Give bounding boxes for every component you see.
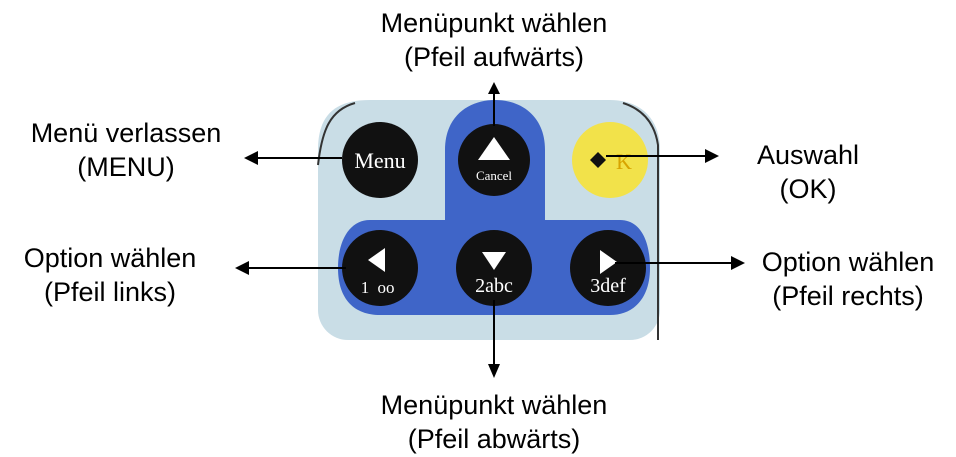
arrow-up-pointer bbox=[488, 82, 500, 126]
keypad-bezel-line-right bbox=[622, 102, 659, 340]
annotation-menu: Menü verlassen (MENU) bbox=[8, 116, 244, 184]
right-3def-key[interactable]: 3def bbox=[570, 230, 646, 306]
keypad-bezel-line-left bbox=[317, 102, 356, 166]
key-3def-label: 3def bbox=[590, 275, 626, 297]
annotation-right: Option wählen (Pfeil rechts) bbox=[744, 245, 952, 313]
annotation-up: Menüpunkt wählen (Pfeil aufwärts) bbox=[363, 6, 625, 74]
arrow-right-icon bbox=[600, 250, 617, 274]
down-2abc-key[interactable]: 2abc bbox=[456, 230, 532, 306]
annotation-menu-line2: (MENU) bbox=[77, 152, 175, 182]
arrow-left-pointer bbox=[235, 261, 346, 275]
key-1-label: 1 bbox=[361, 278, 370, 297]
arrow-right-pointer bbox=[615, 256, 745, 270]
annotation-menu-line1: Menü verlassen bbox=[30, 118, 222, 148]
arrow-up-icon bbox=[478, 137, 510, 160]
annotation-right-line2: (Pfeil rechts) bbox=[772, 281, 924, 311]
annotation-up-line2: (Pfeil aufwärts) bbox=[403, 42, 585, 72]
annotation-up-line1: Menüpunkt wählen bbox=[380, 8, 608, 38]
annotation-ok: Auswahl (OK) bbox=[752, 138, 864, 206]
ok-key[interactable]: K bbox=[572, 122, 648, 198]
ok-key-label: K bbox=[616, 149, 632, 174]
annotation-down-line2: (Pfeil abwärts) bbox=[407, 424, 581, 454]
key-1-sublabel: oo bbox=[378, 278, 395, 297]
arrow-down-icon bbox=[482, 252, 506, 270]
arrow-ok-pointer bbox=[606, 149, 719, 163]
annotation-down: Menüpunkt wählen (Pfeil abwärts) bbox=[352, 388, 636, 456]
diamond-icon bbox=[590, 152, 606, 168]
key-2abc-label: 2abc bbox=[475, 275, 513, 297]
annotation-ok-line1: Auswahl bbox=[756, 140, 860, 170]
arrow-down-pointer bbox=[488, 300, 500, 378]
annotation-left: Option wählen (Pfeil links) bbox=[4, 241, 216, 309]
annotation-ok-line2: (OK) bbox=[779, 174, 837, 204]
cancel-key-label: Cancel bbox=[476, 168, 512, 183]
arrow-left-icon bbox=[368, 248, 385, 272]
menu-key-label: Menu bbox=[354, 148, 405, 173]
annotation-down-line1: Menüpunkt wählen bbox=[380, 390, 608, 420]
annotation-right-line1: Option wählen bbox=[761, 247, 935, 277]
left-1-key[interactable]: 1 oo bbox=[342, 230, 418, 306]
menu-key[interactable]: Menu bbox=[342, 122, 418, 198]
annotation-left-line2: (Pfeil links) bbox=[43, 277, 177, 307]
up-cancel-key[interactable]: Cancel bbox=[458, 124, 530, 196]
annotation-left-line1: Option wählen bbox=[23, 243, 197, 273]
arrow-menu-pointer bbox=[244, 151, 342, 165]
